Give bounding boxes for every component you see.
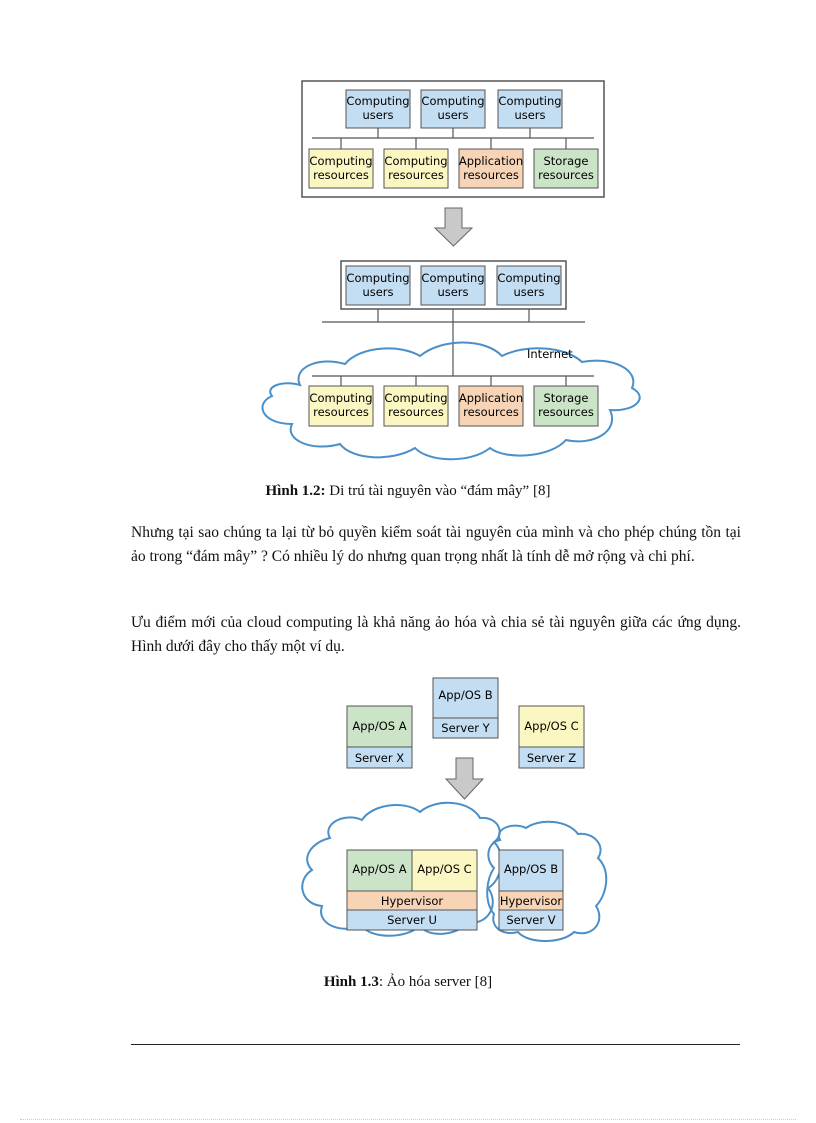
application-box-label: resources xyxy=(463,405,519,419)
users-box xyxy=(420,89,486,129)
resource-box-label: Computing xyxy=(384,391,447,405)
internet-label: Internet xyxy=(527,347,573,361)
storage-box xyxy=(533,148,599,189)
caption-label: Hình 1.2: xyxy=(265,483,326,499)
users-box-label: Computing xyxy=(497,271,560,285)
server-u-label: Server U xyxy=(387,913,437,927)
storage-box-label: resources xyxy=(538,405,594,419)
server-v-label: Server V xyxy=(506,913,555,927)
server-y-stack: App/OS B Server Y xyxy=(432,677,499,739)
users-box-label: users xyxy=(513,285,544,299)
resource-box xyxy=(308,148,374,189)
app-os-c-box xyxy=(411,849,478,892)
paragraph-2: Ưu điểm mới của cloud computing là khả n… xyxy=(131,614,741,655)
users-box xyxy=(345,265,411,306)
bottom-users-group: Computing users Computing users Computin… xyxy=(345,265,562,306)
internet-cloud xyxy=(261,341,641,461)
users-box-label: Computing xyxy=(421,271,484,285)
hypervisor-label: Hypervisor xyxy=(381,894,444,908)
app-os-b-label: App/OS B xyxy=(438,688,492,702)
cloud-bus xyxy=(312,375,594,386)
top-users-group: Computing users Computing users Computin… xyxy=(345,89,563,129)
users-box-label: Computing xyxy=(346,271,409,285)
server-y-box xyxy=(432,717,499,739)
server-u-stack: App/OS A App/OS C Hypervisor Server U xyxy=(346,849,478,931)
resource-box-label: Computing xyxy=(384,154,447,168)
application-box xyxy=(458,148,524,189)
application-box-label: resources xyxy=(463,168,519,182)
app-os-b-box xyxy=(498,849,564,892)
storage-box xyxy=(533,385,599,427)
server-v-box xyxy=(498,909,564,931)
hypervisor-label: Hypervisor xyxy=(500,894,563,908)
figure-1-3-caption: Hình 1.3: Ảo hóa server [8] xyxy=(0,974,816,991)
top-bus xyxy=(312,128,594,149)
top-resources-group: Computing resources Computing resources … xyxy=(308,148,599,189)
server-z-box xyxy=(518,746,585,769)
storage-box-label: Storage xyxy=(544,391,589,405)
app-os-a-label: App/OS A xyxy=(352,862,406,876)
caption-label: Hình 1.3 xyxy=(323,974,379,990)
app-os-b-box xyxy=(432,677,499,719)
bottom-bus xyxy=(322,309,585,376)
virtualization-cloud-left xyxy=(301,801,503,937)
server-u-box xyxy=(346,909,478,931)
application-box-label: Application xyxy=(459,154,523,168)
users-box xyxy=(496,265,562,306)
resource-box xyxy=(383,148,449,189)
resource-box-label: resources xyxy=(388,405,444,419)
figure-1-3: App/OS A Server X App/OS B Server Y App/… xyxy=(301,677,608,942)
server-y-label: Server Y xyxy=(441,721,490,735)
down-arrow-icon xyxy=(433,207,474,247)
storage-box-label: resources xyxy=(538,168,594,182)
figure-1-2-caption: Hình 1.2: Di trú tài nguyên vào “đám mây… xyxy=(0,483,816,500)
app-os-c-box xyxy=(518,705,585,748)
resource-box xyxy=(383,385,449,427)
page-bottom-dotted-line xyxy=(20,1119,796,1120)
application-box-label: Application xyxy=(459,391,523,405)
resource-box-label: resources xyxy=(313,405,369,419)
users-box-label: Computing xyxy=(346,94,409,108)
caption-text: Di trú tài nguyên vào “đám mây” [8] xyxy=(325,483,551,499)
server-x-label: Server X xyxy=(355,751,404,765)
paragraph-1: Nhưng tại sao chúng ta lại từ bỏ quyền k… xyxy=(131,524,741,565)
footer-rule xyxy=(131,1044,740,1045)
users-box xyxy=(497,89,563,129)
users-box-label: users xyxy=(437,108,468,122)
storage-box-label: Storage xyxy=(544,154,589,168)
server-z-label: Server Z xyxy=(527,751,576,765)
server-x-box xyxy=(346,746,413,769)
users-box-label: users xyxy=(362,108,393,122)
server-x-stack: App/OS A Server X xyxy=(346,705,413,769)
app-os-c-label: App/OS C xyxy=(417,862,471,876)
application-box xyxy=(458,385,524,427)
down-arrow-icon xyxy=(444,757,485,800)
app-os-a-label: App/OS A xyxy=(352,719,406,733)
server-v-stack: App/OS B Hypervisor Server V xyxy=(498,849,564,931)
figure-1-2: Computing users Computing users Computin… xyxy=(261,80,641,461)
cloud-resources-group: Computing resources Computing resources … xyxy=(308,385,599,427)
app-os-c-label: App/OS C xyxy=(524,719,578,733)
resource-box-label: Computing xyxy=(309,154,372,168)
users-box xyxy=(420,265,486,306)
app-os-a-box xyxy=(346,705,413,748)
virtualization-cloud-right xyxy=(486,820,608,942)
users-box-label: Computing xyxy=(498,94,561,108)
users-box-label: users xyxy=(362,285,393,299)
server-z-stack: App/OS C Server Z xyxy=(518,705,585,769)
resource-box-label: resources xyxy=(313,168,369,182)
app-os-b-label: App/OS B xyxy=(504,862,558,876)
resource-box xyxy=(308,385,374,427)
users-box xyxy=(345,89,411,129)
resource-box-label: resources xyxy=(388,168,444,182)
users-box-label: users xyxy=(514,108,545,122)
users-box-label: users xyxy=(437,285,468,299)
resource-box-label: Computing xyxy=(309,391,372,405)
caption-text: : Ảo hóa server [8] xyxy=(378,974,493,990)
users-box-label: Computing xyxy=(421,94,484,108)
